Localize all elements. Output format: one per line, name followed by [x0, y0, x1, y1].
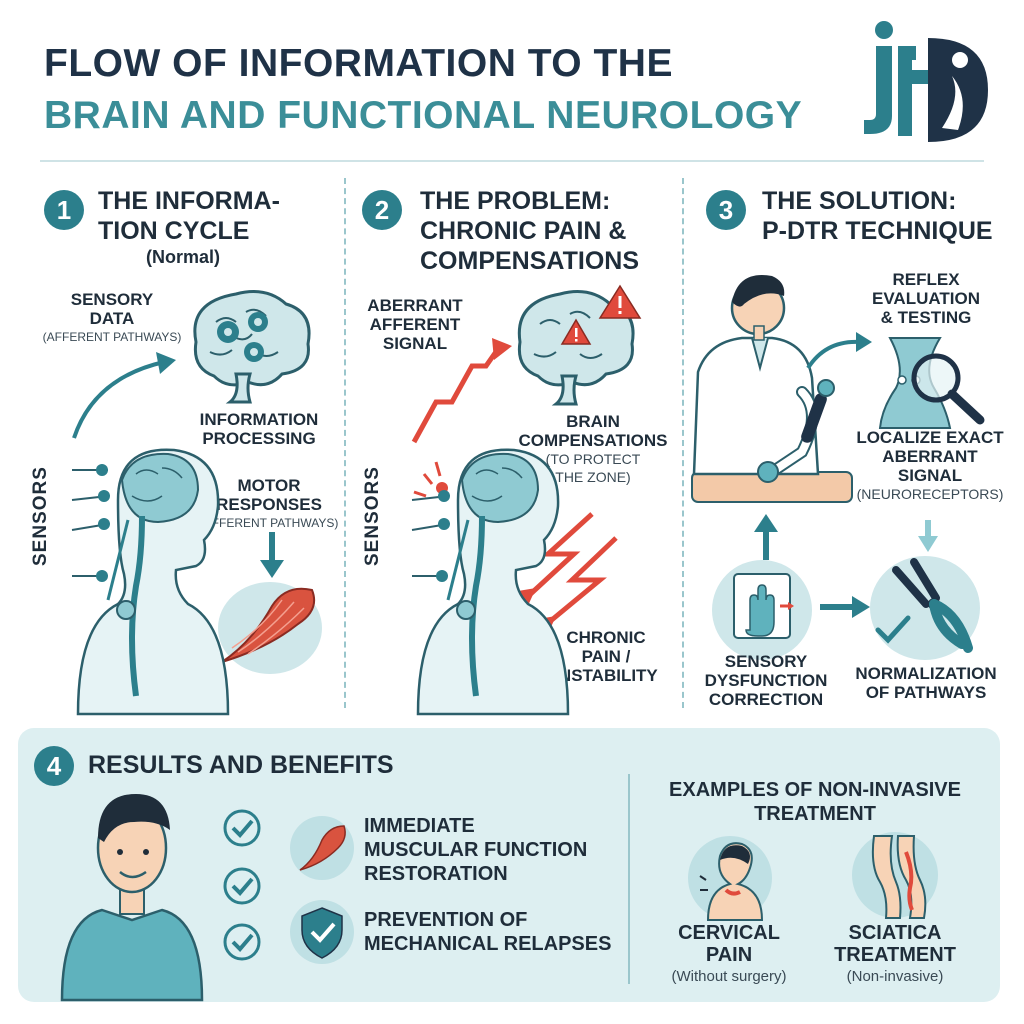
brain-gears-illustration: [176, 282, 316, 404]
section1-processing-label: INFORMATION PROCESSING: [199, 410, 319, 448]
section1-sensory-label: SENSORY DATA (AFFERENT PATHWAYS): [42, 290, 182, 344]
page-title-line2: BRAIN AND FUNCTIONAL NEUROLOGY: [44, 94, 803, 137]
arrow-to-receptor-icon: [806, 330, 872, 370]
person-avatar-illustration: [58, 786, 208, 1002]
arrow-down-icon: [918, 520, 938, 552]
section1-motor-label: MOTOR RESPONSES (EFFERENT PATHWAYS): [199, 476, 339, 530]
section3-sensory-label: SENSORY DYSFUNCTION CORRECTION: [704, 652, 828, 709]
section4-number: 4: [34, 746, 74, 786]
receptor-magnifier-icon: [872, 334, 988, 430]
arrow-up-icon: [754, 514, 778, 560]
section2-title: THE PROBLEM: CHRONIC PAIN & COMPENSATION…: [420, 187, 639, 275]
section2-sensors-label: SENSORS: [362, 466, 383, 566]
brain-warning-illustration: [510, 284, 660, 406]
hand-correction-icon: [712, 560, 812, 660]
example-sciatica-treatment: SCIATICA TREATMENT (Non-invasive): [834, 922, 956, 985]
section2-number: 2: [362, 190, 402, 230]
section1-sensors-label: SENSORS: [30, 466, 51, 566]
section2-chronic-label: CHRONIC PAIN / INSTABILITY: [554, 628, 658, 685]
section3-title: THE SOLUTION: P-DTR TECHNIQUE: [762, 187, 993, 245]
afferent-arrow-icon: [70, 348, 180, 440]
aberrant-signal-arrow-icon: [410, 338, 520, 448]
sensor-dots: [71, 464, 110, 582]
section3-normalization-label: NORMALIZATION OF PATHWAYS: [855, 664, 997, 702]
examples-heading: EXAMPLES OF NON-INVASIVE TREATMENT: [669, 779, 961, 825]
section3-reflex-label: REFLEX EVALUATION & TESTING: [872, 270, 980, 327]
page-title-line1: FLOW OF INFORMATION TO THE: [44, 42, 673, 85]
section3-localize-label: LOCALIZE EXACT ABERRANT SIGNAL (NEUROREC…: [856, 428, 1004, 502]
pliers-icon: [870, 556, 980, 660]
section2-aberrant-label: ABERRANT AFFERENT SIGNAL: [367, 296, 463, 353]
muscle-benefit-icon: [290, 816, 354, 880]
benefit-relapse-prevention: PREVENTION OF MECHANICAL RELAPSES: [364, 909, 612, 955]
sciatica-leg-icon: [852, 832, 938, 919]
section3-number: 3: [706, 190, 746, 230]
cervical-pain-icon: [688, 836, 772, 921]
section1-subtitle: (Normal): [146, 247, 221, 267]
sensor-dots: [411, 490, 450, 582]
section-divider-1: [344, 178, 346, 708]
muscle-icon: [218, 582, 322, 674]
section4-title: RESULTS AND BENEFITS: [88, 751, 394, 779]
header-divider: [40, 160, 984, 162]
section1-title: THE INFORMA- TION CYCLE: [98, 187, 280, 245]
practitioner-illustration: [691, 272, 853, 504]
logo: [862, 18, 1002, 142]
section-divider-2: [682, 178, 684, 708]
benefit-muscular-restoration: IMMEDIATE MUSCULAR FUNCTION RESTORATION: [364, 815, 588, 885]
example-cervical-pain: CERVICAL PAIN (Without surgery): [671, 922, 787, 985]
section1-number: 1: [44, 190, 84, 230]
results-divider: [628, 774, 630, 984]
shield-check-icon: [290, 900, 354, 964]
efferent-arrow-icon: [260, 532, 284, 580]
warning-icon: [560, 284, 642, 345]
logo-icon: [864, 21, 988, 142]
section2-brain-comp-label: BRAIN COMPENSATIONS (TO PROTECT THE ZONE…: [518, 412, 668, 485]
gear-icon: [217, 312, 268, 362]
checkmark-list-icon: [220, 808, 266, 961]
arrow-right-icon: [820, 596, 870, 618]
human-nervous-system-illustration: [71, 440, 230, 716]
human-pain-illustration: [411, 440, 570, 716]
